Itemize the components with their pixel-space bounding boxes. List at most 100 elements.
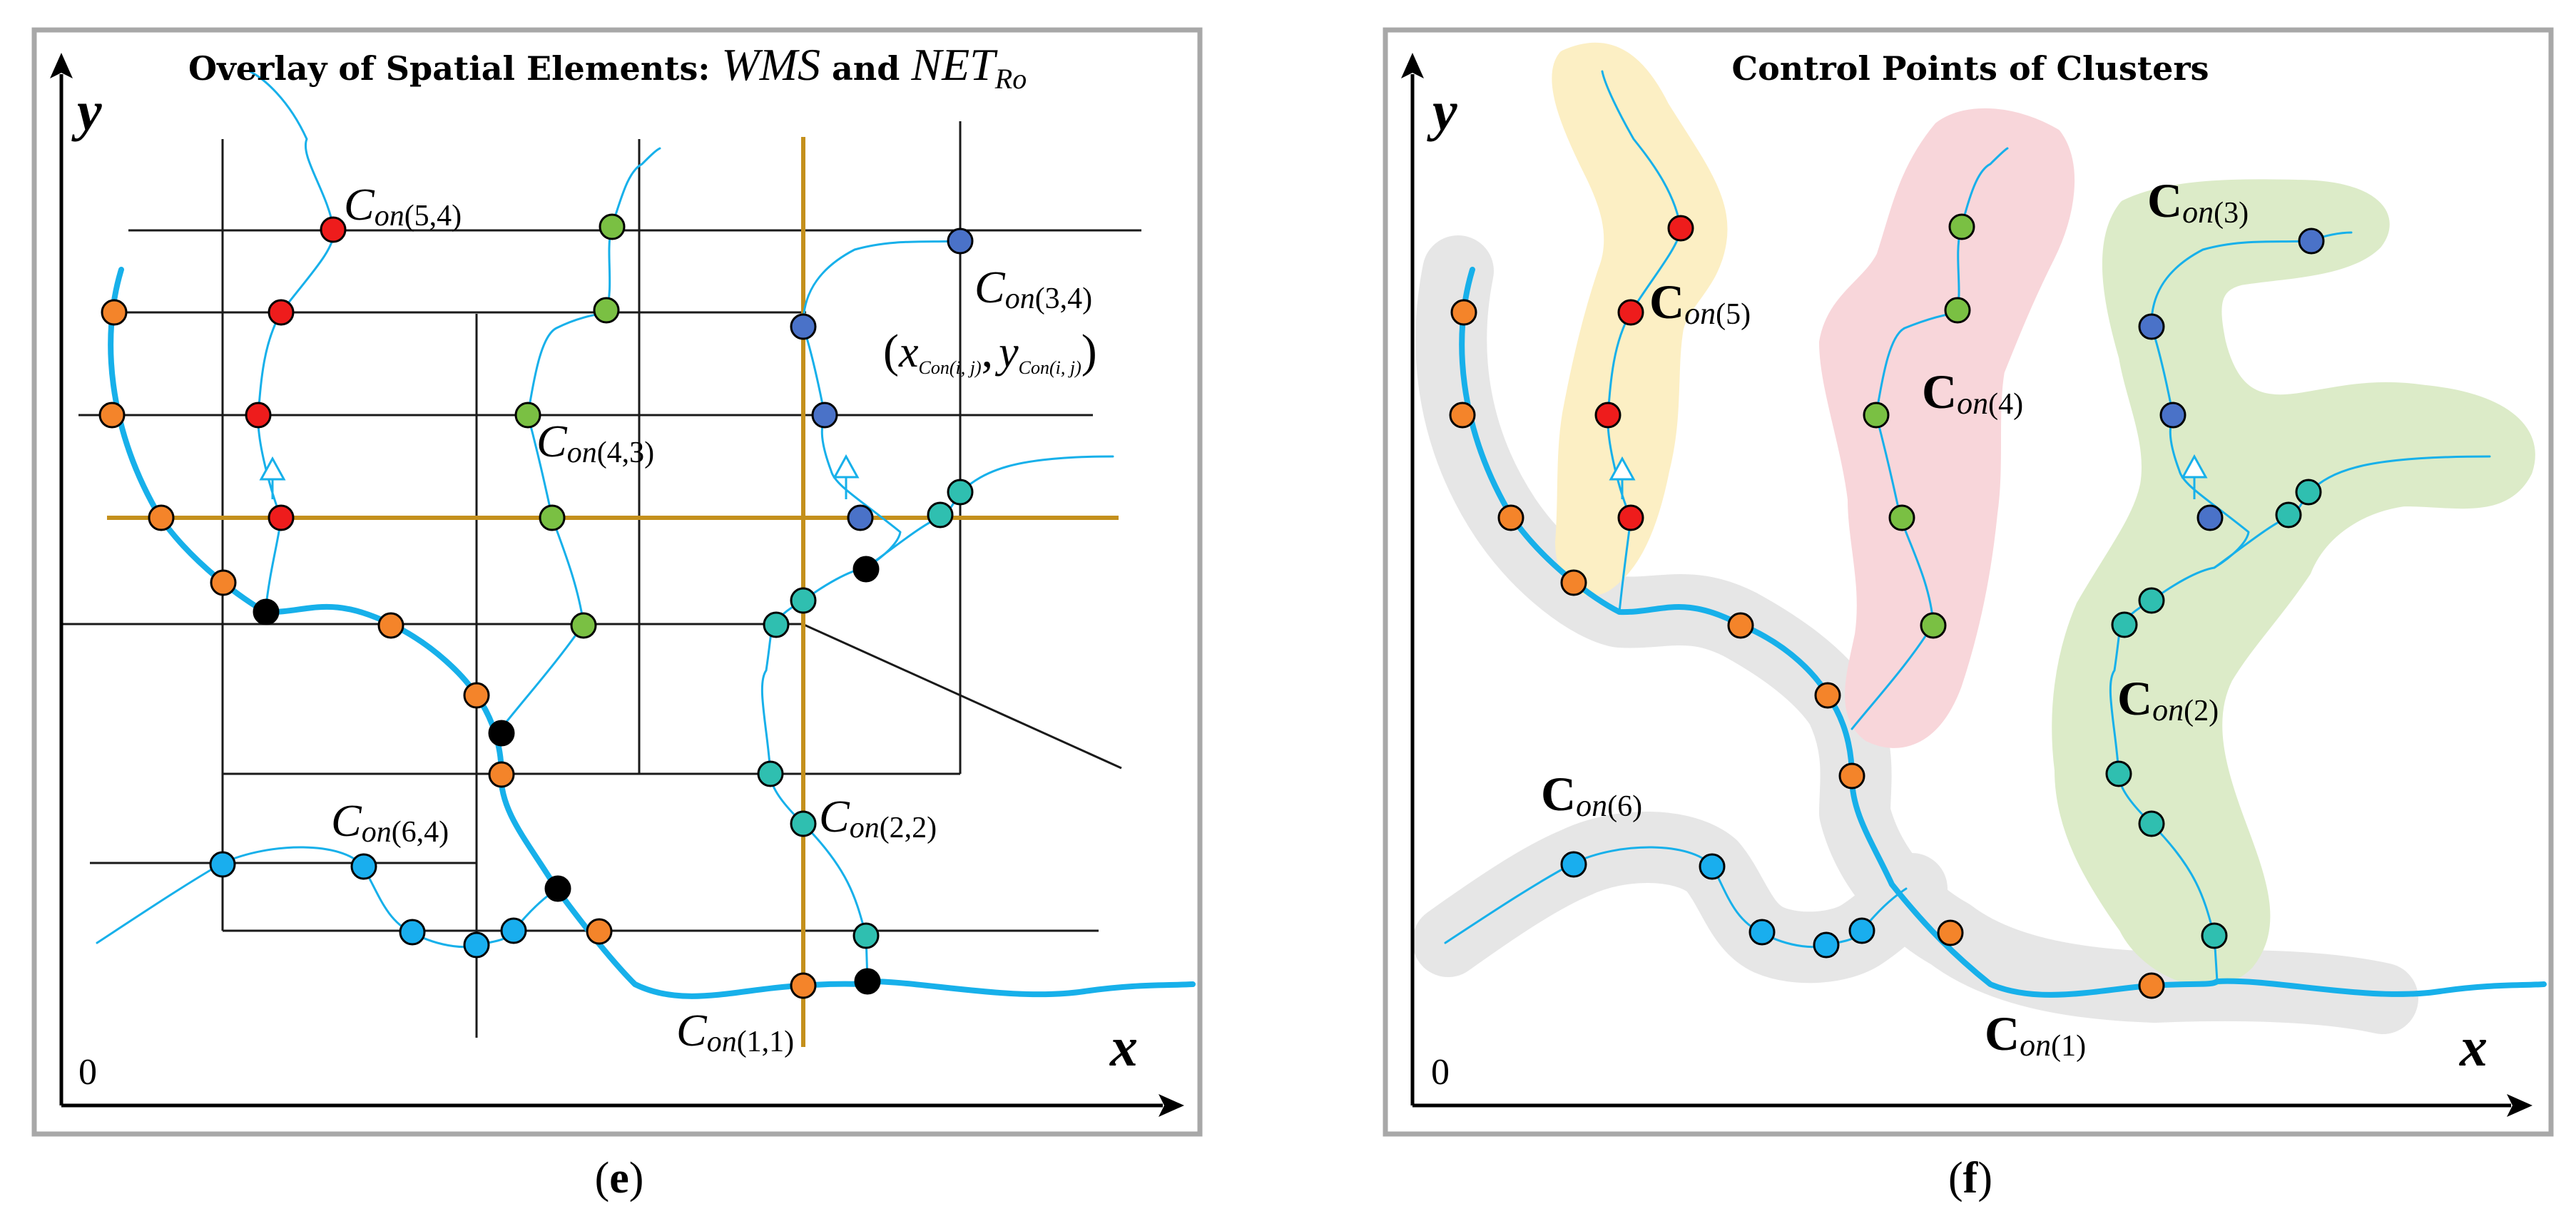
control-point-cluster-1 (1449, 402, 1476, 429)
control-point-cluster-2 (2275, 501, 2302, 528)
control-point-cluster-2 (2201, 922, 2228, 949)
control-point-cluster-3 (2159, 402, 2186, 429)
control-point-cluster-2 (927, 501, 954, 528)
control-point-cluster-6 (1848, 917, 1875, 944)
control-point-cluster-4 (1920, 612, 1947, 639)
control-point-cluster-3 (811, 402, 838, 429)
control-point-cluster-2 (2138, 810, 2165, 837)
control-point-cluster-6 (1560, 851, 1587, 878)
control-point-cluster-6 (1748, 919, 1776, 946)
control-point-cluster-6 (500, 917, 527, 944)
control-point-cluster-3 (2196, 504, 2224, 531)
junction-point (253, 598, 280, 625)
control-point-cluster-3 (847, 504, 874, 531)
junction-point (854, 968, 881, 995)
panel-f-title: Control Points of Clusters (1731, 49, 2209, 88)
control-point-cluster-1 (148, 504, 175, 531)
coordinate-formula: (xCon(i, j),yCon(i, j)) (883, 325, 1097, 378)
control-point-cluster-1 (1560, 569, 1587, 596)
control-point-cluster-3 (790, 313, 817, 340)
label-con-3-4: Con(3,4) (974, 262, 1092, 315)
label-con-6-4: Con(6,4) (331, 795, 449, 849)
control-point-cluster-6 (1813, 931, 1840, 959)
control-point-cluster-6 (209, 851, 236, 878)
control-point-cluster-2 (790, 810, 817, 837)
title-net: NET (910, 39, 998, 90)
label-con-4-3: Con(4,3) (536, 416, 654, 469)
control-point-cluster-5 (268, 504, 295, 531)
control-point-cluster-4 (570, 612, 597, 639)
control-point-cluster-4 (514, 402, 541, 429)
control-point-cluster-2 (757, 760, 784, 787)
y-axis-label: y (1427, 80, 1457, 142)
title-prefix: Overlay of Spatial Elements: (188, 49, 721, 88)
control-point-cluster-1 (1497, 504, 1524, 531)
control-point-cluster-1 (210, 569, 237, 596)
axes-e (50, 53, 1184, 1117)
control-point-cluster-1 (1450, 299, 1477, 326)
origin-label: 0 (1431, 1052, 1450, 1093)
control-point-cluster-4 (599, 213, 626, 240)
control-point-cluster-3 (947, 228, 974, 255)
title-and: and (820, 49, 911, 88)
control-point-cluster-5 (320, 216, 347, 243)
control-point-cluster-2 (2295, 479, 2322, 506)
label-cluster-5: Con(5) (1649, 275, 1751, 331)
caption-e: (e) (595, 1154, 644, 1202)
grid-line (802, 623, 1122, 770)
control-point-cluster-5 (268, 299, 295, 326)
control-point-cluster-6 (350, 853, 377, 880)
x-axis-label: x (1109, 1016, 1138, 1078)
y-axis-label: y (71, 80, 102, 142)
control-point-cluster-6 (1699, 853, 1726, 880)
control-point-cluster-1 (1838, 762, 1865, 790)
control-point-cluster-1 (1814, 682, 1841, 709)
control-point-cluster-2 (2105, 760, 2132, 787)
control-point-cluster-2 (852, 922, 880, 949)
control-point-cluster-2 (790, 587, 817, 614)
axes-f (1401, 53, 2532, 1117)
control-point-cluster-1 (488, 761, 515, 788)
flow-arrows-e (259, 454, 860, 499)
title-wms: WMS (721, 39, 820, 90)
control-point-cluster-1 (1727, 612, 1754, 639)
label-cluster-1: Con(1) (1985, 1006, 2086, 1063)
junction-point (544, 875, 571, 902)
control-point-cluster-4 (1888, 504, 1915, 531)
panel-e-title: Overlay of Spatial Elements: WMS and NET… (188, 39, 1027, 95)
label-cluster-6: Con(6) (1541, 767, 1642, 823)
net-grid (61, 121, 1141, 1038)
control-point-cluster-5 (1594, 402, 1622, 429)
control-point-cluster-1 (1937, 919, 1964, 946)
control-points-f (1449, 213, 2325, 999)
label-cluster-3: Con(3) (2147, 173, 2249, 230)
panel-f: y x 0 Control Points of Clusters Con(5) … (1383, 27, 2554, 1202)
junction-point (852, 556, 880, 583)
control-point-cluster-1 (377, 612, 404, 639)
control-point-cluster-6 (399, 919, 426, 946)
label-con-2-2: Con(2,2) (819, 791, 937, 844)
label-cluster-4: Con(4) (1922, 364, 2023, 421)
control-point-cluster-5 (1617, 504, 1644, 531)
title-net-sub: Ro (994, 63, 1027, 95)
control-point-cluster-6 (463, 931, 490, 959)
x-axis-label: x (2459, 1016, 2488, 1078)
control-point-cluster-4 (593, 297, 620, 324)
label-con-1-1: Con(1,1) (676, 1005, 794, 1058)
control-point-cluster-3 (2298, 228, 2325, 255)
flow-arrows-f (1609, 454, 2208, 499)
control-point-cluster-2 (2138, 587, 2165, 614)
control-point-cluster-5 (1667, 215, 1694, 242)
control-point-cluster-1 (586, 918, 613, 945)
y-axis-arrow-icon (50, 53, 73, 78)
control-point-cluster-5 (1617, 299, 1644, 326)
control-point-cluster-5 (245, 402, 272, 429)
control-point-cluster-1 (98, 402, 126, 429)
control-point-cluster-2 (2111, 611, 2138, 638)
junction-point (488, 720, 515, 747)
control-point-cluster-2 (947, 479, 974, 506)
control-point-cluster-4 (1863, 402, 1890, 429)
control-point-cluster-2 (763, 611, 790, 638)
control-point-cluster-1 (2138, 972, 2165, 999)
